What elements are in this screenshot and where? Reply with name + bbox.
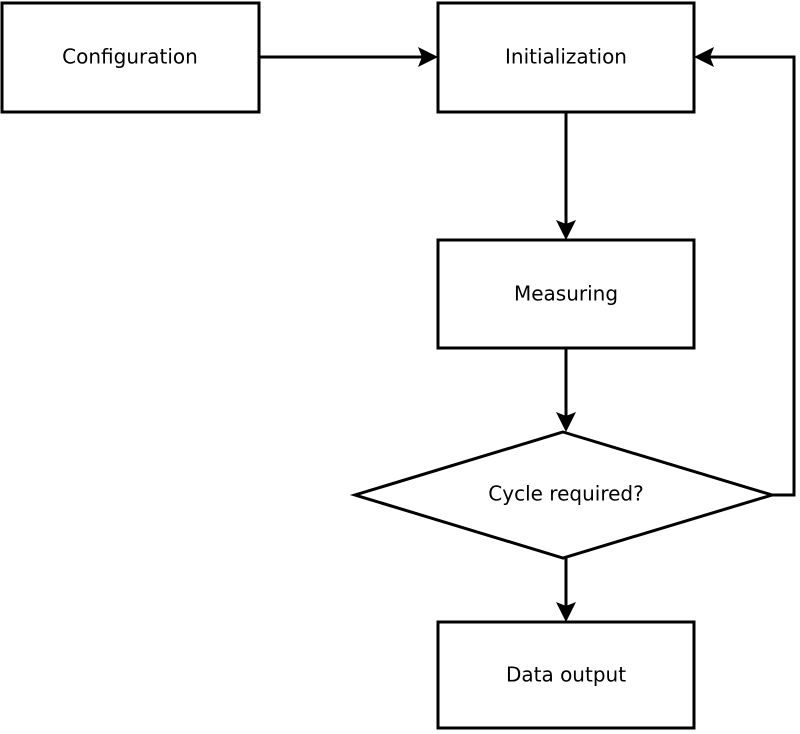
- node-initialization-box[interactable]: [436, 1, 696, 114]
- arrow-head-icon: [556, 220, 576, 240]
- node-configuration-box[interactable]: [0, 1, 261, 114]
- node-data-output[interactable]: Data output: [436, 620, 696, 730]
- node-measuring[interactable]: Measuring: [436, 238, 696, 350]
- arrow-head-icon: [694, 47, 714, 67]
- node-layer: Configuration Initialization Measuring C…: [0, 1, 778, 730]
- edge-cycle-required-to-initialization-feedback: [694, 47, 796, 497]
- node-measuring-label: Measuring: [514, 282, 618, 306]
- edge-initialization-to-measuring: [556, 112, 576, 240]
- edge-layer: [259, 47, 796, 622]
- node-data-output-box[interactable]: [436, 620, 696, 730]
- edge-configuration-to-initialization: [259, 47, 438, 67]
- node-configuration-label: Configuration: [62, 45, 198, 69]
- edge-cycle-required-to-data-output: [556, 558, 576, 622]
- node-configuration[interactable]: Configuration: [0, 1, 261, 114]
- node-initialization[interactable]: Initialization: [436, 1, 696, 114]
- node-data-output-label: Data output: [506, 663, 626, 687]
- edge-line: [702, 55, 796, 497]
- node-cycle-required-label: Cycle required?: [488, 482, 643, 506]
- arrow-head-icon: [418, 47, 438, 67]
- edge-measuring-to-cycle-required: [556, 348, 576, 432]
- arrow-head-icon: [556, 412, 576, 432]
- arrow-head-icon: [556, 602, 576, 622]
- node-initialization-label: Initialization: [505, 45, 627, 69]
- node-measuring-box[interactable]: [436, 238, 696, 350]
- node-cycle-required[interactable]: Cycle required?: [349, 430, 778, 560]
- node-cycle-required-diamond[interactable]: [349, 430, 778, 560]
